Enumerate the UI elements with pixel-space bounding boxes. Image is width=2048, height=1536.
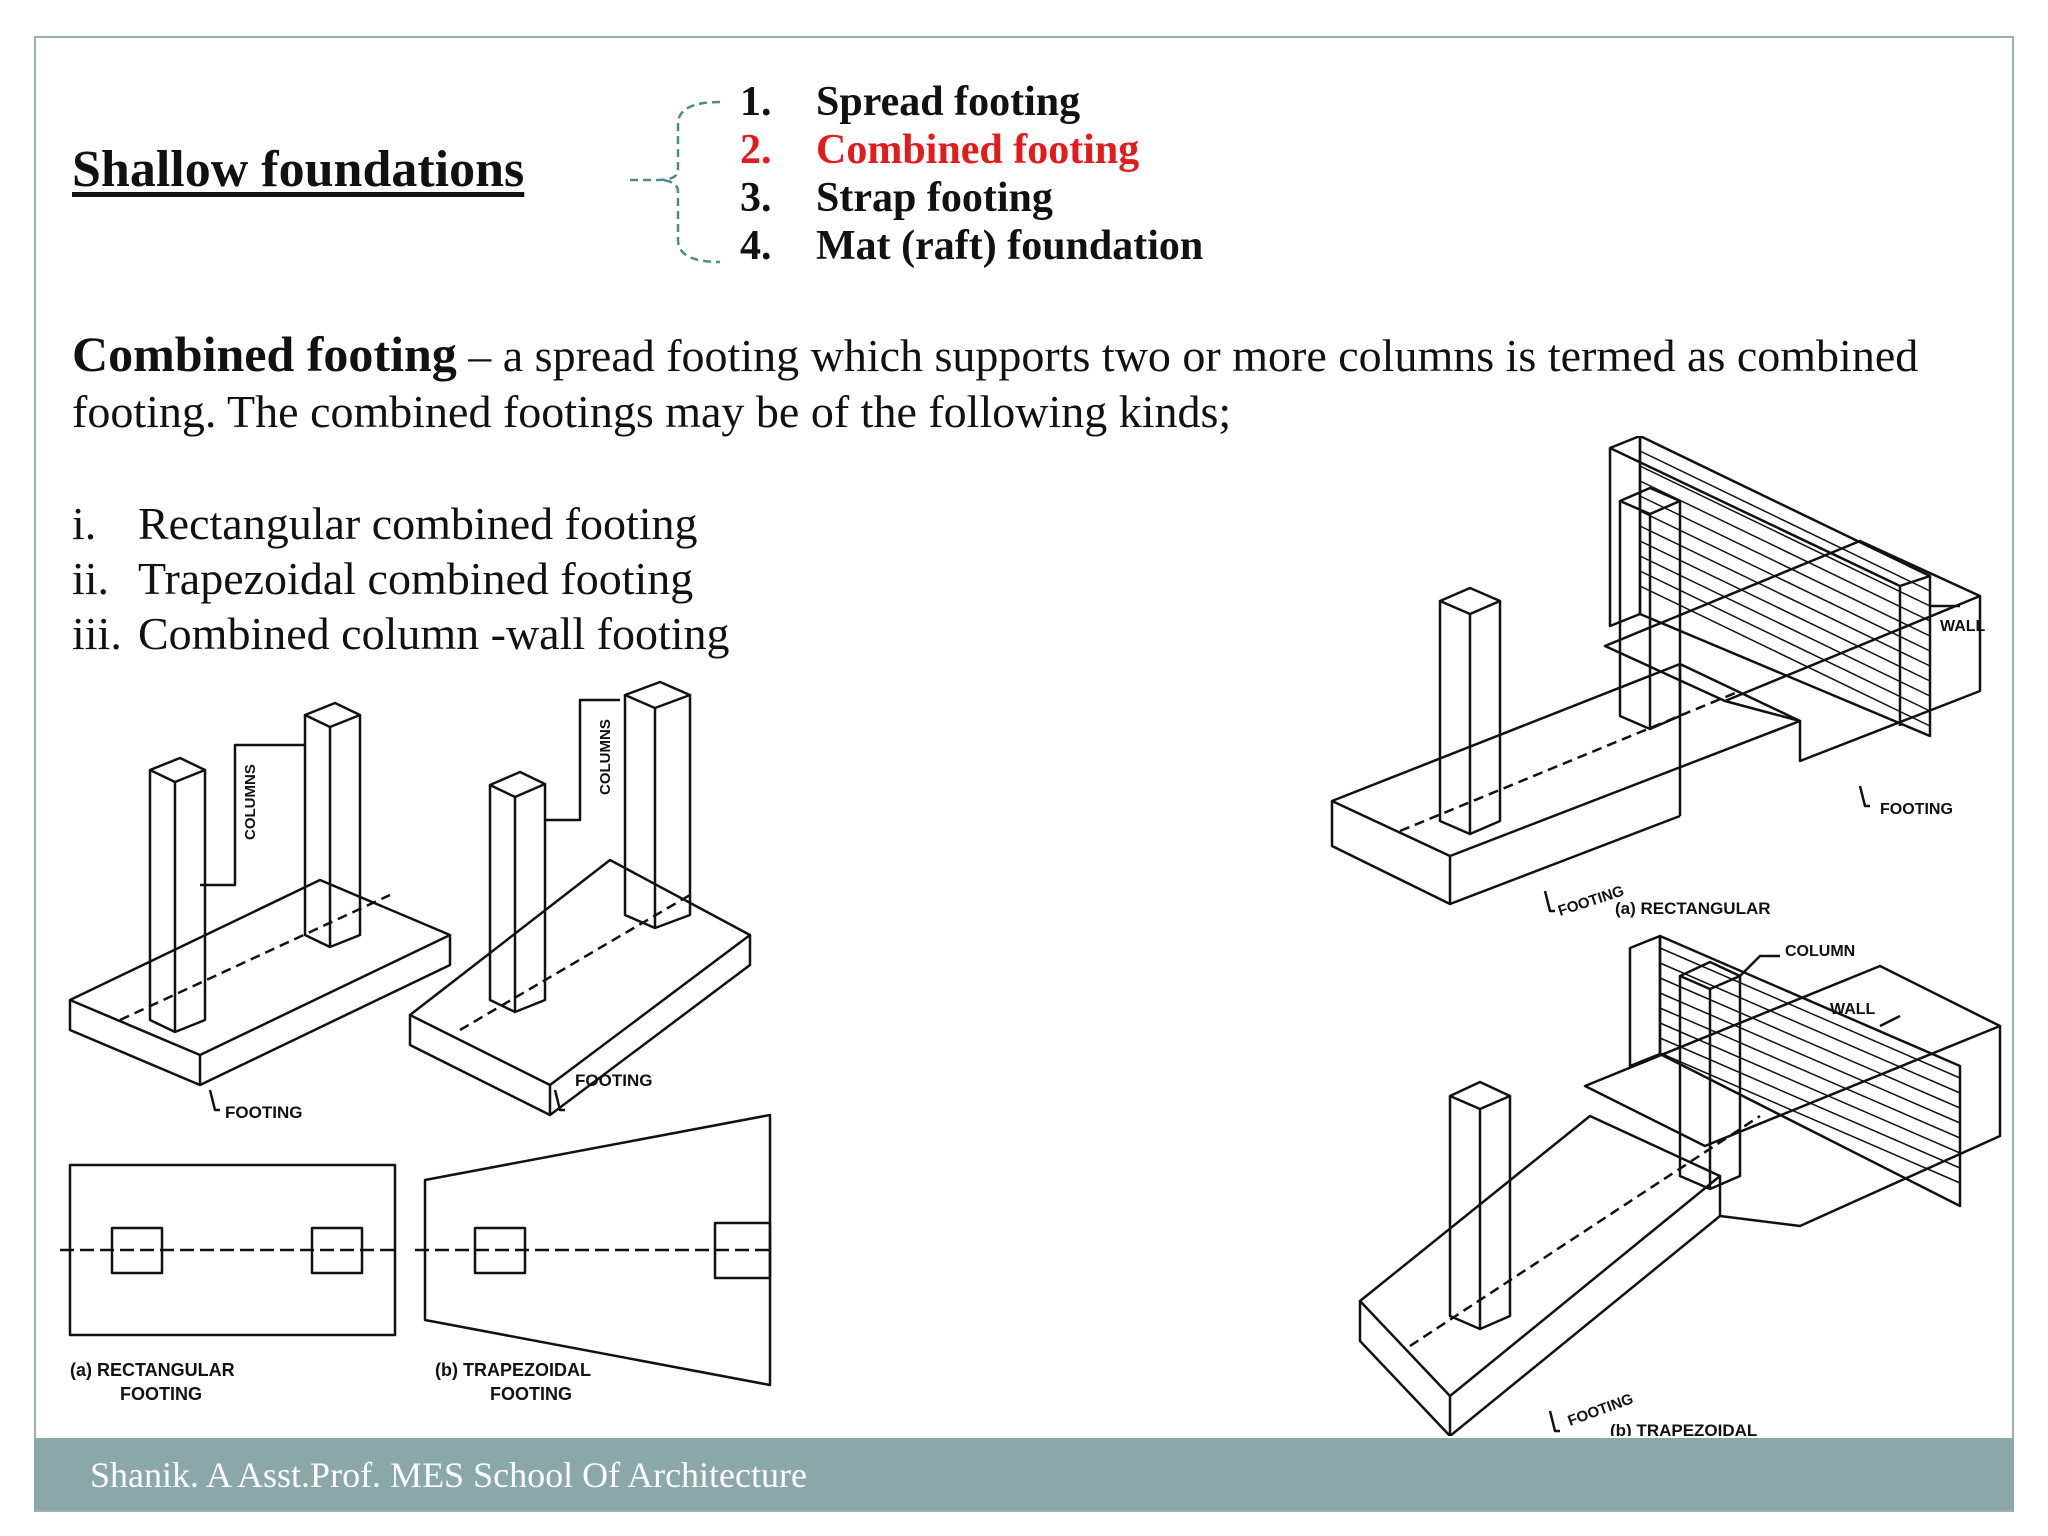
trapezoidal-footing-plan <box>415 1113 775 1387</box>
brace-connector <box>630 100 721 264</box>
wall-label-a: WALL <box>1940 618 1986 635</box>
footing-label-a-right: FOOTING <box>1880 801 1953 818</box>
caption-b-line1: (b) TRAPEZOIDAL <box>435 1360 591 1380</box>
type-item-combined: 2.Combined footing <box>740 127 1140 173</box>
foundation-types-list: 1.Spread footing 2.Combined footing 3.St… <box>740 78 1203 270</box>
footing-label-b: FOOTING <box>575 1071 652 1090</box>
kind-item-column-wall: iii.Combined column -wall footing <box>72 608 730 659</box>
trapezoidal-footing-iso <box>408 680 752 1117</box>
combined-footing-drawings: COLUMNS COLUMNS FOOTING FOOTING (a) RECT… <box>60 680 775 1404</box>
footer-bar: Shanik. A Asst.Prof. MES School Of Archi… <box>34 1438 2014 1510</box>
rectangular-footing-plan <box>60 1163 400 1337</box>
caption-b-right: (b) TRAPEZOIDAL <box>1610 1421 1757 1436</box>
column-wall-footing-drawings: WALL FOOTING FOOTING (a) RECTANGULAR COL… <box>1330 436 2002 1436</box>
column-label: COLUMN <box>1785 943 1855 960</box>
type-item-spread: 1.Spread footing <box>740 79 1081 125</box>
footer-credit: Shanik. A Asst.Prof. MES School Of Archi… <box>90 1455 807 1495</box>
caption-a-line2: FOOTING <box>120 1384 202 1404</box>
slide-frame <box>34 36 2014 1512</box>
caption-a-line1: (a) RECTANGULAR <box>70 1360 235 1380</box>
kind-item-trapezoidal: ii.Trapezoidal combined footing <box>72 553 694 604</box>
description-term: Combined footing <box>72 326 457 382</box>
type-item-mat: 4.Mat (raft) foundation <box>740 223 1204 269</box>
rectangular-footing-iso <box>68 701 452 1112</box>
type-item-strap: 3.Strap footing <box>740 175 1053 221</box>
slide-title: Shallow foundations <box>72 141 525 198</box>
wall-hatching-a <box>1639 450 1931 727</box>
description-paragraph: Combined footing – a spread footing whic… <box>72 326 1972 440</box>
caption-b-line2: FOOTING <box>490 1384 572 1404</box>
wall-hatching-b <box>1659 947 1961 1184</box>
wall-label-b: WALL <box>1830 1001 1876 1018</box>
kind-item-rectangular: i.Rectangular combined footing <box>72 498 698 549</box>
caption-a-right: (a) RECTANGULAR <box>1615 899 1771 918</box>
columns-label-a: COLUMNS <box>242 764 259 840</box>
combined-kinds-list: i.Rectangular combined footing ii.Trapez… <box>72 496 730 661</box>
trapezoidal-column-wall-footing <box>1358 934 2002 1436</box>
rectangular-column-wall-footing <box>1330 436 1982 913</box>
footing-label-a: FOOTING <box>225 1103 302 1122</box>
columns-label-b: COLUMNS <box>597 719 614 795</box>
description-text: – a spread footing which supports two or… <box>72 330 1919 437</box>
